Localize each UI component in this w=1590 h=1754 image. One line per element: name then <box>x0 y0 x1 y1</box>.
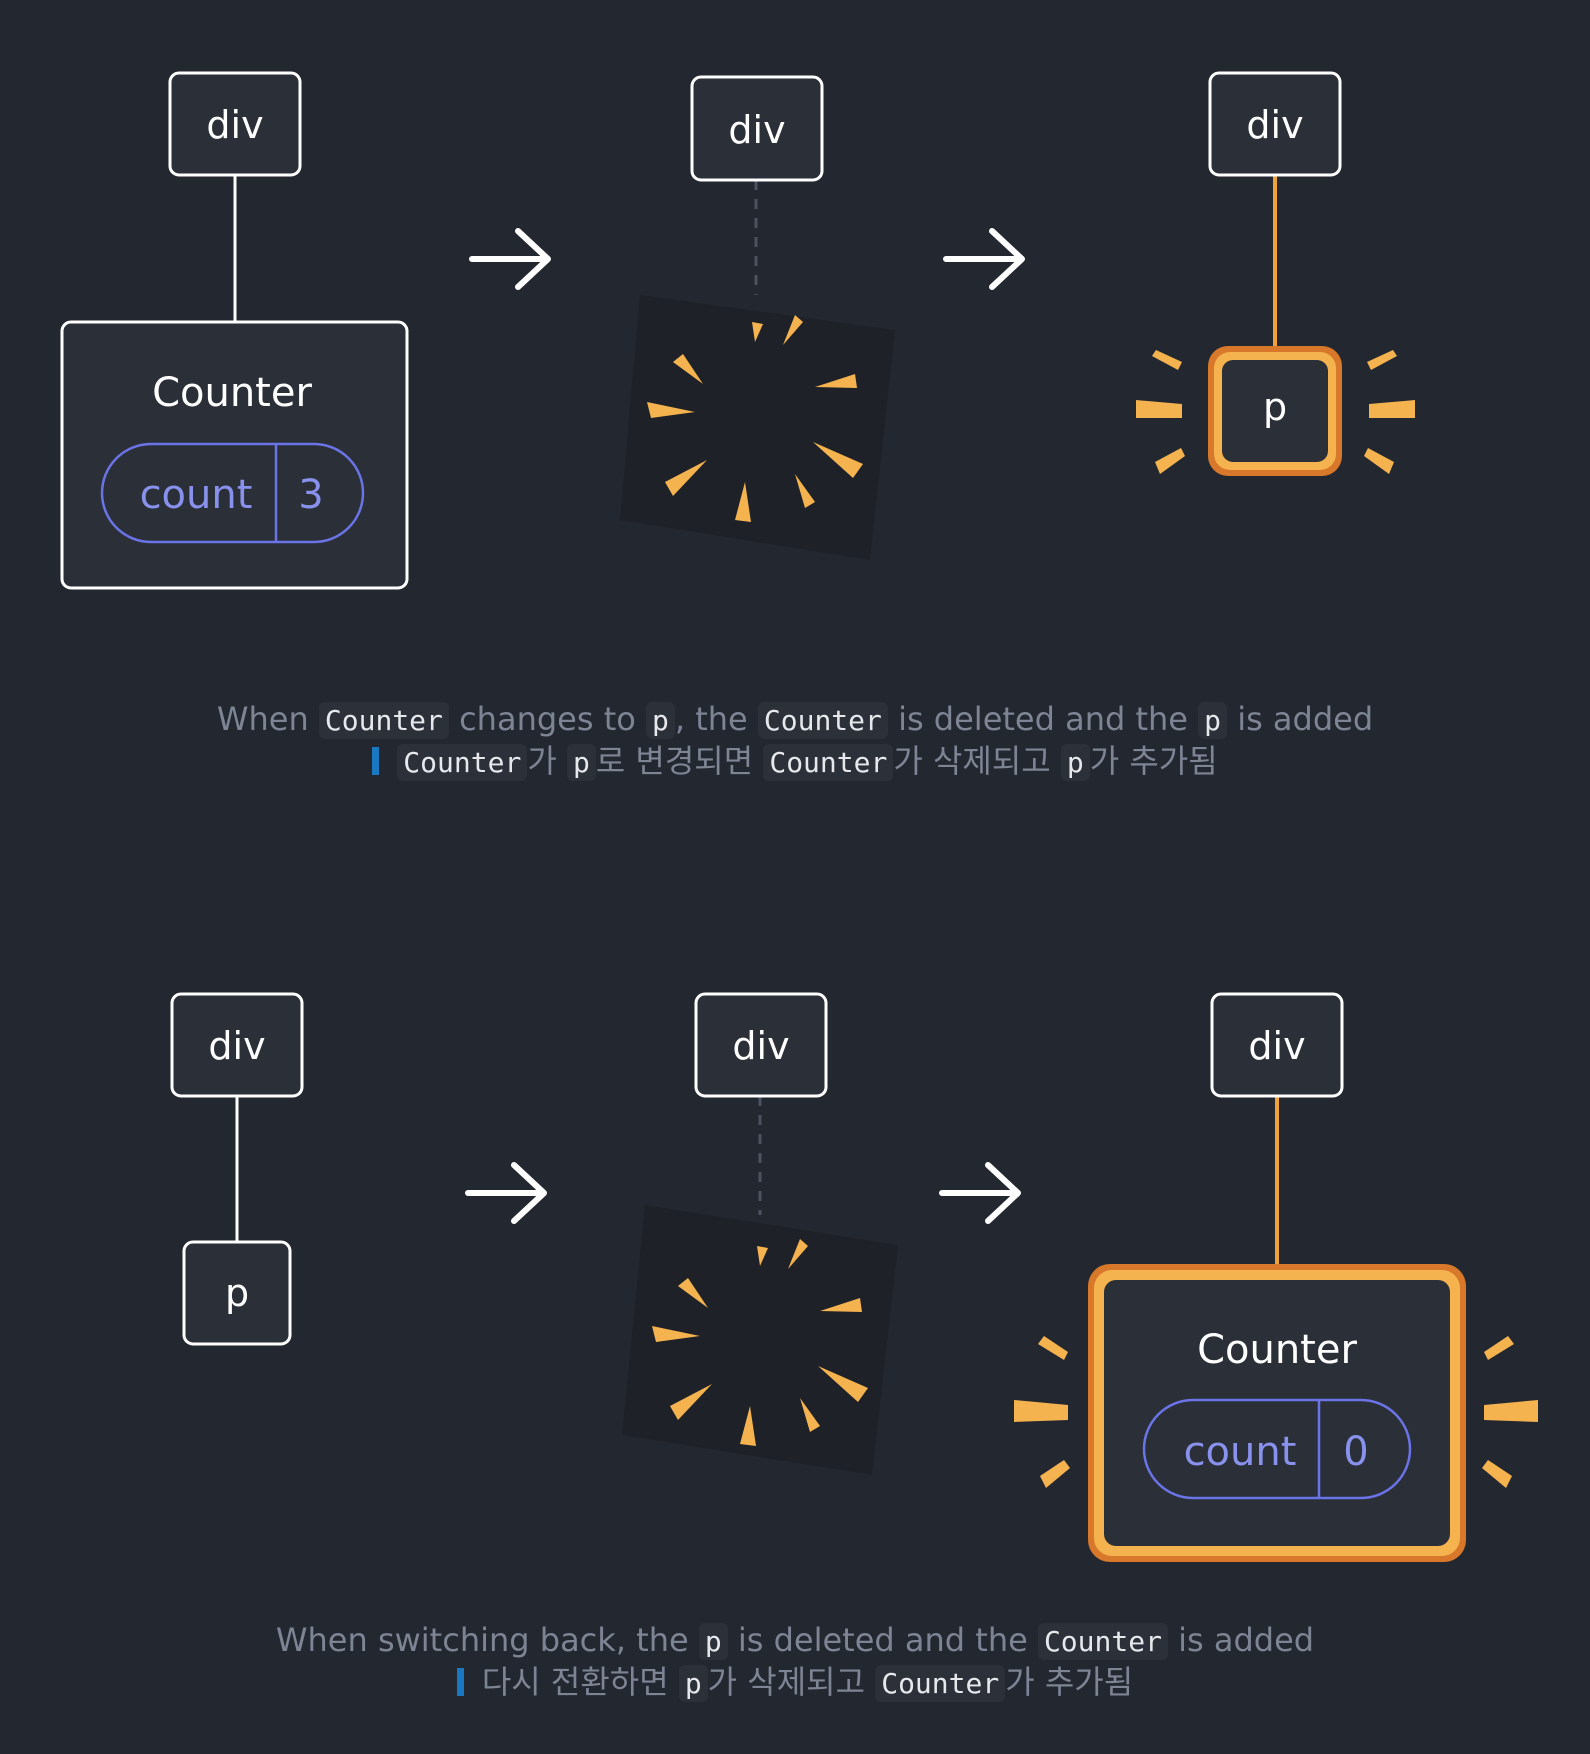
caption-text: 가 추가됨 <box>1005 1663 1134 1701</box>
caption-code: Counter <box>397 744 528 781</box>
counter-node-label: Counter <box>1197 1327 1357 1373</box>
caption-text: is deleted and the <box>898 700 1188 738</box>
caption-text: 로 변경되면 <box>595 742 754 780</box>
caption-code: Counter <box>1037 1623 1168 1660</box>
state-pill: count 3 <box>100 442 365 544</box>
caption-marker <box>372 747 380 775</box>
counter-node: Counter count 3 <box>60 320 409 590</box>
top-caption-english: When Counter changes to p, the Counter i… <box>0 698 1590 742</box>
div-node: div <box>170 992 304 1098</box>
div-node: div <box>694 992 828 1098</box>
arrow-icon <box>465 1162 547 1224</box>
bottom-step2: div <box>622 992 898 1475</box>
state-pill: count 0 <box>1142 1398 1412 1500</box>
div-node: div <box>1210 992 1344 1098</box>
div-node: div <box>690 75 824 182</box>
div-node-label: div <box>1246 103 1303 147</box>
top-step3: div p <box>1136 71 1415 476</box>
caption-code: Counter <box>318 702 449 739</box>
caption-text: When <box>216 700 309 738</box>
arrow-icon <box>943 228 1025 290</box>
caption-text: 가 삭제되고 <box>707 1663 866 1701</box>
caption-text: , the <box>674 700 748 738</box>
arrow-icon <box>939 1162 1021 1224</box>
caption-code: p <box>1198 702 1228 739</box>
p-node-label: p <box>225 1271 249 1315</box>
deleted-node-shadow <box>620 295 895 560</box>
deleted-node-shadow <box>622 1205 898 1475</box>
state-value: 0 <box>1343 1429 1368 1475</box>
caption-text: 가 삭제되고 <box>893 742 1051 780</box>
sparkle-right-icon <box>1364 350 1415 474</box>
sparkle-left-icon <box>1014 1336 1070 1488</box>
top-step1: div Counter count 3 <box>60 71 409 590</box>
p-node-label: p <box>1263 385 1287 429</box>
caption-code: p <box>566 744 596 781</box>
top-step2: div <box>620 75 895 560</box>
bottom-caption-english: When switching back, the p is deleted an… <box>0 1619 1590 1663</box>
sparkle-right-icon <box>1482 1336 1538 1488</box>
caption-text: is added <box>1178 1621 1315 1659</box>
caption-marker <box>456 1668 464 1696</box>
counter-node-added: Counter count 0 <box>1088 1264 1466 1562</box>
arrow-icon <box>469 228 551 290</box>
div-node-label: div <box>1248 1024 1305 1068</box>
state-name: count <box>140 472 253 518</box>
div-node-label: div <box>732 1024 789 1068</box>
caption-code: p <box>698 1623 728 1660</box>
caption-code: Counter <box>875 1665 1006 1702</box>
bottom-step3: div Counter count 0 <box>1014 992 1538 1562</box>
caption-text: 가 <box>527 742 557 780</box>
p-node-added: p <box>1208 346 1342 476</box>
caption-code: Counter <box>757 702 888 739</box>
div-node-label: div <box>206 103 263 147</box>
div-node-label: div <box>728 108 785 152</box>
caption-text: changes to <box>459 700 636 738</box>
div-node-label: div <box>208 1024 265 1068</box>
caption-code: p <box>1060 744 1090 781</box>
p-node: p <box>182 1240 292 1346</box>
caption-text: is added <box>1237 700 1374 738</box>
sparkle-left-icon <box>1136 350 1185 474</box>
caption-code: p <box>645 702 675 739</box>
div-node: div <box>1208 71 1342 177</box>
caption-code: p <box>678 1665 708 1702</box>
caption-text: When switching back, the <box>275 1621 689 1659</box>
caption-text: 다시 전환하면 <box>481 1663 669 1701</box>
caption-code: Counter <box>763 744 894 781</box>
state-value: 3 <box>298 472 323 518</box>
state-name: count <box>1184 1429 1297 1475</box>
counter-node-label: Counter <box>152 370 312 416</box>
caption-text: 가 추가됨 <box>1089 742 1218 780</box>
div-node: div <box>168 71 302 177</box>
caption-text: is deleted and the <box>737 1621 1028 1659</box>
bottom-step1: div p <box>170 992 304 1346</box>
